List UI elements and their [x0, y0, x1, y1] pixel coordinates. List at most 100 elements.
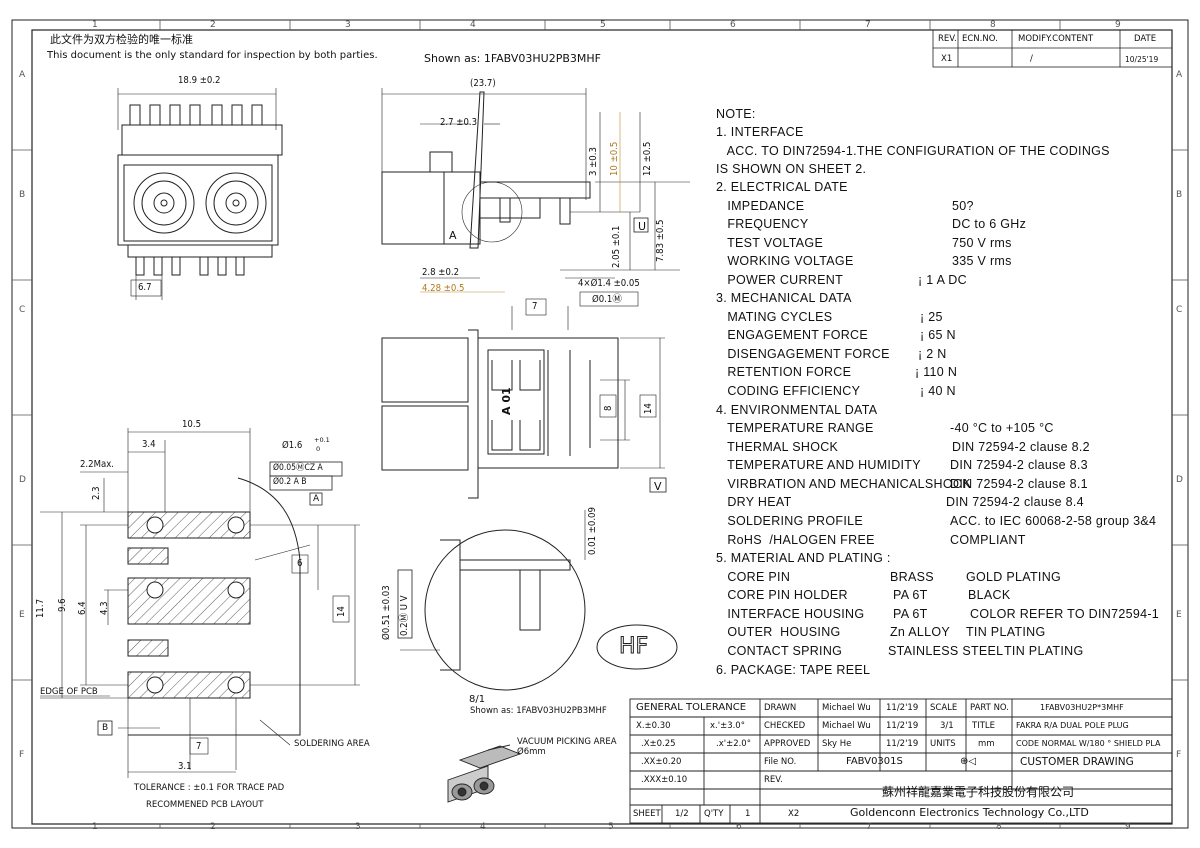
zone-row-e: E [19, 610, 25, 620]
dim-pcb-hole-tol-dn: 0 [316, 445, 321, 453]
dim-pcb-22max: 2.2Max. [80, 459, 114, 470]
tb-rev: REV. [764, 775, 783, 785]
hf-badge-text: HF [618, 634, 649, 659]
dim-pcb-14: 14 [336, 606, 347, 617]
note-value: ¡ 2 N [918, 347, 947, 361]
note-value: ¡ 110 N [915, 365, 958, 379]
zone-col-5-bottom: 5 [608, 822, 614, 832]
dim-side-428: 4.28 ±0.5 [422, 283, 465, 294]
sheet-frame [11, 19, 1189, 829]
datum-a-pcb: A [313, 494, 320, 504]
note-line: TEST VOLTAGE [716, 236, 824, 250]
rev-header-content: MODIFY.CONTENT [1018, 34, 1094, 44]
rev-header-ecn: ECN.NO. [962, 34, 998, 44]
note-value: DIN 72594-2 clause 8.1 [950, 477, 1088, 491]
zone-row-c-right: C [1176, 305, 1183, 315]
zone-row-c: C [19, 305, 26, 315]
zone-row-a: A [19, 70, 26, 80]
note-value: 50? [952, 199, 974, 213]
pcb-fcf-1: Ø0.05ⓂCZ A [273, 463, 323, 473]
note-value: PA 6T [893, 607, 928, 621]
tb-tol-3-0: .XXX±0.10 [641, 775, 688, 785]
note-line: WORKING VOLTAGE [716, 254, 854, 268]
tb-file-no-val: FABV0301S [846, 756, 903, 767]
dim-pcb-64: 6.4 [77, 601, 88, 615]
tb-tol-1-0: .X±0.25 [641, 739, 676, 749]
shown-as-label: Shown as: 1FABV03HU2PB3MHF [424, 52, 601, 65]
note-value: 335 V rms [952, 254, 1012, 268]
note-value: BLACK [968, 588, 1011, 602]
zone-col-1-bottom: 1 [92, 822, 98, 832]
note-value: COMPLIANT [950, 533, 1026, 547]
note-line: IMPEDANCE [716, 199, 805, 213]
tb-sheet-val: 1/2 [675, 809, 689, 819]
zone-row-f: F [19, 750, 25, 760]
revision-table-grid [932, 29, 1173, 68]
dim-front-7: 7 [532, 301, 538, 312]
dim-side-3: 3 ±0.3 [588, 147, 599, 176]
tb-approved-date: 11/2'19 [886, 739, 919, 749]
zone-col-4-bottom: 4 [480, 822, 486, 832]
note-line: 3. MECHANICAL DATA [716, 291, 852, 305]
dim-side-205: 2.05 ±0.1 [611, 225, 622, 269]
tb-title: TITLE [972, 721, 995, 731]
zone-col-6: 6 [730, 20, 736, 30]
dim-pcb-117: 11.7 [35, 598, 46, 618]
zone-col-3: 3 [345, 20, 351, 30]
zone-row-e-right: E [1176, 610, 1182, 620]
dim-detail-001: 0.01 ±0.09 [587, 507, 598, 555]
pcb-layout [40, 428, 360, 778]
dim-side-27: 2.7 ±0.3 [440, 117, 478, 128]
note-line: FREQUENCY [716, 217, 809, 231]
datum-u: U [638, 220, 647, 233]
rev-row-content: / [1030, 54, 1033, 64]
note-value: DIN 72594-2 clause 8.2 [952, 440, 1090, 454]
note-value: ¡ 1 A DC [918, 273, 967, 287]
zone-col-5: 5 [600, 20, 606, 30]
dim-pcb-105: 10.5 [182, 419, 202, 430]
tb-checked-date: 11/2'19 [886, 721, 919, 731]
note-line: SOLDERING PROFILE [716, 514, 864, 528]
tb-code: CODE NORMAL W/180 ° SHIELD PLA [1016, 739, 1161, 748]
note-value: GOLD PLATING [966, 570, 1062, 584]
note-line: MATING CYCLES [716, 310, 833, 324]
tb-customer-drawing: CUSTOMER DRAWING [1020, 756, 1134, 768]
zone-row-b: B [19, 190, 26, 200]
zone-col-2: 2 [210, 20, 216, 30]
note-line: CONTACT SPRING [716, 644, 843, 658]
header-en-line: This document is the only standard for i… [47, 50, 378, 61]
note-value: TIN PLATING [1004, 644, 1084, 658]
side-view [381, 88, 690, 307]
zone-col-2-bottom: 2 [210, 822, 216, 832]
tb-checked: CHECKED [764, 721, 806, 731]
dim-pcb-hole-tol-up: +0.1 [314, 436, 330, 444]
tb-tol-2-0: .XX±0.20 [641, 757, 682, 767]
note-line: CORE PIN [716, 570, 791, 584]
datum-v: V [654, 480, 662, 493]
detail-shown-as: Shown as: 1FABV03HU2PB3MHF [470, 706, 607, 716]
dim-side-length: (23.7) [470, 78, 496, 89]
note-line: OUTER HOUSING [716, 625, 841, 639]
dim-side-783: 7.83 ±0.5 [655, 219, 666, 263]
zone-col-7: 7 [865, 20, 871, 30]
zone-col-1: 1 [92, 20, 98, 30]
note-value: -40 °C to +105 °C [950, 421, 1054, 435]
zone-ticks [12, 20, 1188, 828]
note-line: TEMPERATURE AND HUMIDITY [716, 458, 921, 472]
note-value: STAINLESS STEEL [888, 644, 1004, 658]
rev-row-date: 10/25'19 [1125, 55, 1159, 64]
dim-pcb-hole: Ø1.6 [282, 440, 303, 451]
rev-header-date: DATE [1134, 34, 1157, 44]
dim-top-pitch: 6.7 [138, 282, 152, 293]
note-value: TIN PLATING [966, 625, 1046, 639]
dim-pcb-96: 9.6 [57, 598, 68, 612]
front-marking-a01: A 01 [500, 387, 513, 415]
tb-part-no-val: 1FABV03HU2P*3MHF [1040, 703, 1124, 712]
detail-view [397, 510, 586, 691]
note-line: IS SHOWN ON SHEET 2. [716, 162, 867, 176]
zone-col-8: 8 [990, 20, 996, 30]
note-line: CODING EFFICIENCY [716, 384, 861, 398]
zone-col-3-bottom: 3 [355, 822, 361, 832]
tb-scale-val: 3/1 [940, 721, 954, 731]
